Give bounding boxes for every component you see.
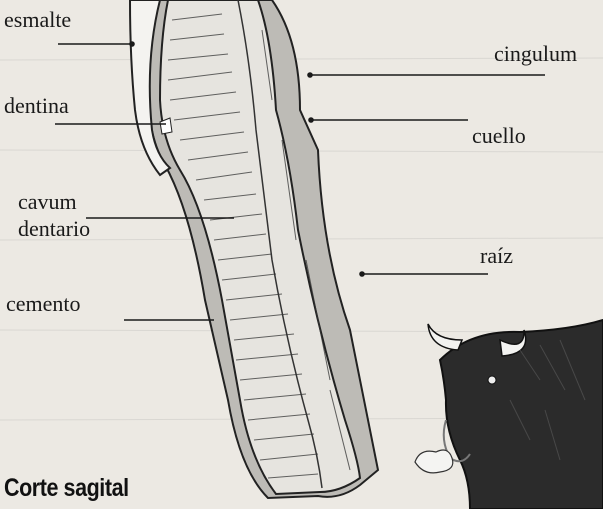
label-esmalte: esmalte: [4, 8, 71, 32]
label-cavum-line2: dentario: [18, 217, 90, 241]
label-cemento: cemento: [6, 292, 81, 316]
label-cuello: cuello: [472, 124, 526, 148]
label-raiz: raíz: [480, 244, 513, 268]
label-cingulum: cingulum: [494, 42, 577, 66]
dentin-body: [160, 0, 360, 494]
bull-icon: [415, 320, 603, 509]
label-dentina: dentina: [4, 94, 69, 118]
diagram-title: Corte sagital: [4, 474, 129, 503]
label-cavum-line1: cavum: [18, 190, 77, 214]
